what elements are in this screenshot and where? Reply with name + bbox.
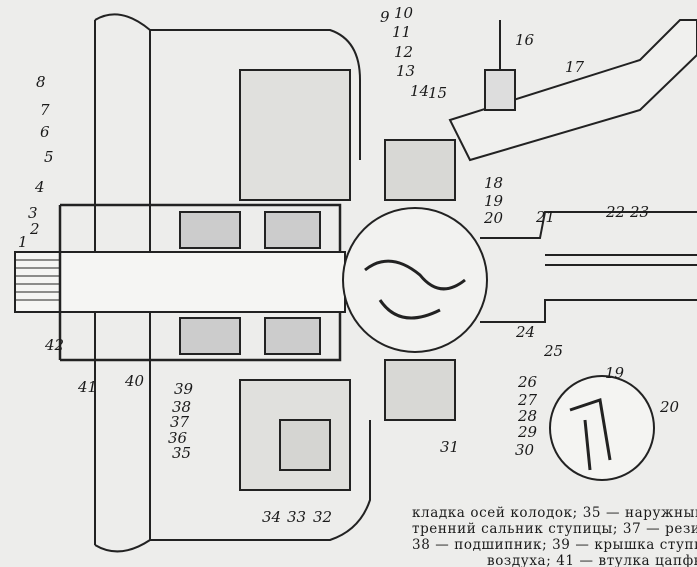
part-label-38: 38 (172, 398, 191, 416)
shaft-splines (15, 259, 60, 301)
part-label-10: 10 (394, 4, 414, 22)
part-label-17: 17 (565, 58, 585, 76)
part-label-11: 11 (392, 23, 411, 41)
part-label-42: 42 (44, 336, 64, 354)
part-label-4: 4 (34, 178, 45, 196)
part-label-29: 29 (517, 423, 538, 441)
part-label-31: 31 (440, 438, 459, 456)
part-label-9: 9 (380, 8, 390, 26)
bearing-lower (179, 317, 241, 355)
part-label-37: 37 (170, 413, 190, 431)
axle-housing (480, 211, 697, 323)
part-label-3: 3 (28, 204, 38, 222)
part-label-18: 18 (484, 174, 503, 192)
part-label-8: 8 (36, 73, 46, 91)
caption-line: 38 — подшипник; 39 — крышка ступиц (412, 537, 697, 553)
part-label-12: 12 (394, 43, 413, 61)
inset-seal (569, 398, 612, 471)
part-label-14: 14 (410, 82, 429, 100)
part-label-6: 6 (40, 123, 50, 141)
ball-joint-housing (342, 207, 488, 353)
part-label-2: 2 (29, 220, 40, 238)
part-label-30: 30 (515, 441, 535, 459)
part-label-40: 40 (124, 372, 145, 390)
inset-label-20: 20 (659, 398, 680, 416)
part-label-33: 33 (287, 508, 306, 526)
part-label-16: 16 (515, 31, 535, 49)
caption-line: тренний сальник ступицы; 37 — резинов (412, 521, 697, 537)
bearing-inner-lower (264, 317, 321, 355)
bolt-lower (279, 419, 331, 471)
figure-caption: кладка осей колодок; 35 — наружный са тр… (412, 505, 697, 567)
caption-line: кладка осей колодок; 35 — наружный са (412, 505, 697, 521)
brake-drum (150, 29, 371, 541)
steering-arm (448, 19, 697, 162)
kingpin-lower (384, 359, 456, 421)
part-label-1: 1 (18, 233, 28, 251)
hub (58, 203, 342, 362)
axle-shaft (14, 251, 346, 313)
inset-label-19: 19 (605, 364, 625, 382)
kingpin-upper (384, 139, 456, 201)
part-label-41: 41 (77, 378, 97, 396)
part-label-32: 32 (313, 508, 332, 526)
caption-line: воздуха; 41 — втулка цапфы; 42 (487, 553, 697, 567)
part-label-20: 20 (483, 209, 504, 227)
part-label-5: 5 (44, 148, 54, 166)
part-label-13: 13 (396, 62, 415, 80)
part-label-7: 7 (40, 101, 50, 119)
part-label-22: 22 (605, 203, 625, 221)
bearing-inner-upper (264, 211, 321, 249)
cv-joint (364, 259, 466, 320)
part-label-28: 28 (517, 407, 537, 425)
steering-stud (484, 69, 516, 111)
bearing-upper (179, 211, 241, 249)
part-label-23: 23 (629, 203, 649, 221)
part-label-25: 25 (543, 342, 563, 360)
brake-block-upper (239, 69, 351, 201)
inset-detail-circle (549, 375, 655, 481)
part-label-19: 19 (484, 192, 504, 210)
part-label-27: 27 (517, 391, 538, 409)
part-label-35: 35 (172, 444, 191, 462)
part-label-39: 39 (174, 380, 194, 398)
part-label-21: 21 (535, 208, 555, 226)
part-label-36: 36 (168, 429, 188, 447)
part-label-24: 24 (515, 323, 535, 341)
part-label-34: 34 (262, 508, 281, 526)
part-label-15: 15 (428, 84, 447, 102)
part-label-26: 26 (517, 373, 538, 391)
